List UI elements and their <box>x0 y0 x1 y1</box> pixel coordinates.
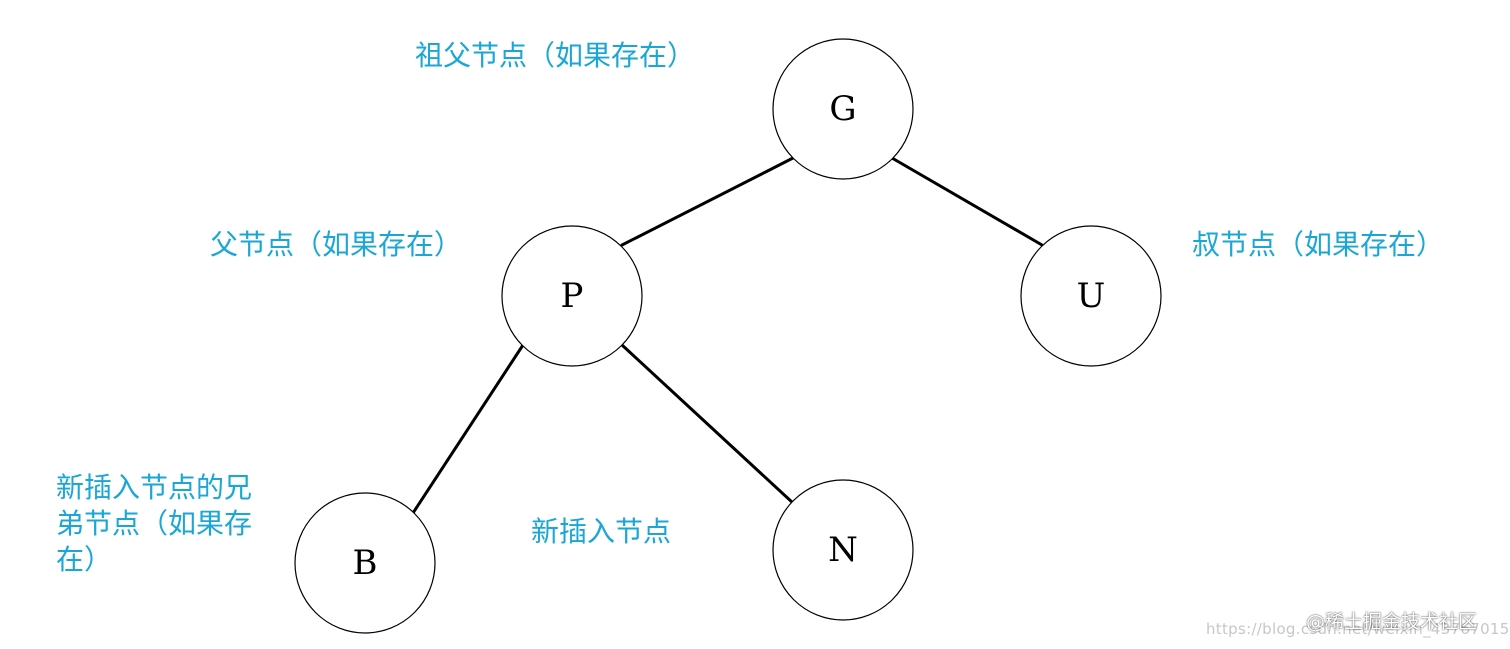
grandparent-annotation: 祖父节点（如果存在） <box>415 39 696 72</box>
node-g-label: G <box>829 89 856 129</box>
uncle-annotation: 叔节点（如果存在） <box>1192 228 1445 261</box>
node-u: U <box>1020 225 1162 367</box>
node-p: P <box>501 225 643 367</box>
edge-g-p <box>620 156 795 247</box>
watermark-url: https://blog.csdn.net/weixin_43767015 <box>1206 620 1510 638</box>
node-b: B <box>294 492 436 634</box>
edge-p-n <box>620 343 795 505</box>
parent-annotation: 父节点（如果存在） <box>210 228 463 261</box>
edge-p-b <box>411 343 525 515</box>
sibling-annotation: 新插入节点的兄弟节点（如果存在） <box>56 471 253 576</box>
new-node-annotation: 新插入节点 <box>531 515 672 548</box>
node-g: G <box>772 38 914 180</box>
edge-g-u <box>890 156 1044 247</box>
node-b-label: B <box>353 543 378 583</box>
node-u-label: U <box>1077 276 1106 316</box>
node-n: N <box>772 479 914 621</box>
watermark-brand: @稀土掘金技术社区 <box>1306 611 1478 633</box>
node-n-label: N <box>828 530 858 570</box>
node-p-label: P <box>561 276 584 316</box>
